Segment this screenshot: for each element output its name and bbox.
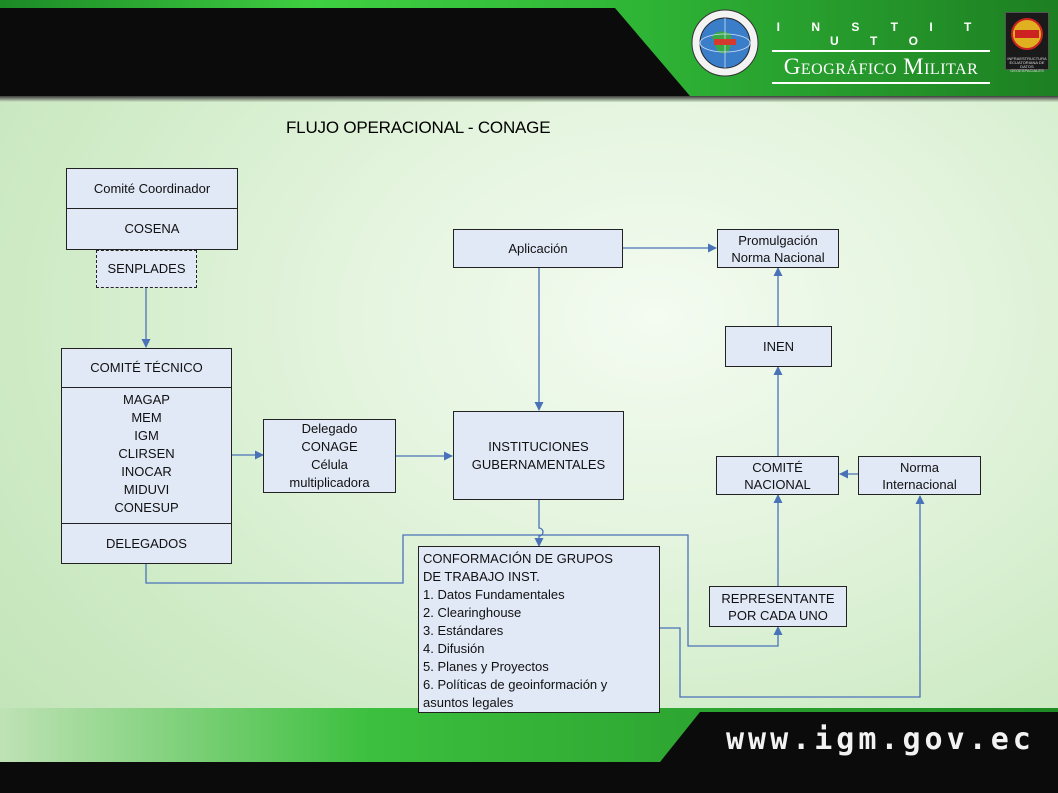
instituciones-line1: INSTITUCIONES (488, 438, 589, 454)
header-shadow (0, 96, 1058, 102)
member-miduvi: MIDUVI (123, 482, 170, 497)
senplades-label: SENPLADES (107, 261, 186, 276)
comite-tecnico-label: COMITÉ TÉCNICO (62, 349, 231, 388)
promulgacion-line1: Promulgación (738, 232, 818, 248)
norma-line2: Internacional (882, 476, 957, 492)
conformacion-item-5: 5. Planes y Proyectos (423, 659, 549, 674)
delegado-line3: Célula (311, 457, 348, 472)
aplicacion-label: Aplicación (508, 240, 568, 256)
member-magap: MAGAP (123, 392, 170, 407)
institute-line1: I N S T I T U T O (776, 20, 986, 48)
member-clirsen: CLIRSEN (118, 446, 175, 461)
conformacion-item-1: 1. Datos Fundamentales (423, 587, 565, 602)
conformacion-item-6: 6. Políticas de geoinformación y (423, 677, 608, 692)
instituciones-line2: GUBERNAMENTALES (471, 456, 606, 472)
header-black-panel (0, 8, 690, 96)
representante-line2: POR CADA UNO (728, 607, 828, 623)
institute-divider-bottom (772, 82, 990, 84)
iedg-logo: INFRAESTRUCTURA ECUATORIANA DE DATOS GEO… (1005, 12, 1049, 73)
member-mem: MEM (131, 410, 162, 425)
representante-line1: REPRESENTANTE (721, 590, 835, 606)
delegado-line2: CONAGE (301, 439, 358, 454)
comite-nacional-box: COMITÉ NACIONAL (716, 456, 839, 495)
institute-divider (772, 50, 990, 52)
senplades-box: SENPLADES (96, 250, 197, 288)
norma-internacional-box: Norma Internacional (858, 456, 981, 495)
conformacion-item-3: 3. Estándares (423, 623, 504, 638)
promulgacion-line2: Norma Nacional (731, 249, 825, 265)
comite-coordinador-box: Comité Coordinador COSENA (66, 168, 238, 250)
delegado-line1: Delegado (301, 421, 358, 436)
comite-tecnico-members: MAGAP MEM IGM CLIRSEN INOCAR MIDUVI CONE… (62, 388, 231, 524)
igm-seal-icon (691, 9, 759, 77)
representante-box: REPRESENTANTE POR CADA UNO (709, 586, 847, 627)
line-conformacion-to-norma (660, 495, 925, 698)
delegados-label: DELEGADOS (106, 535, 187, 551)
inen-box: INEN (725, 326, 832, 367)
aplicacion-box: Aplicación (453, 229, 623, 268)
promulgacion-box: Promulgación Norma Nacional (717, 229, 839, 268)
delegado-conage-box: Delegado CONAGE Célula multiplicadora (263, 419, 396, 493)
comite-nacional-line2: NACIONAL (744, 476, 811, 492)
comite-coordinador-label: Comité Coordinador (67, 169, 237, 209)
line-delegados-to-representante (145, 534, 783, 647)
instituciones-box: INSTITUCIONES GUBERNAMENTALES (453, 411, 624, 500)
conformacion-box: CONFORMACIÓN DE GRUPOS DE TRABAJO INST. … (418, 546, 660, 713)
inen-label: INEN (762, 338, 795, 354)
conformacion-line2: DE TRABAJO INST. (423, 569, 540, 584)
arrow-instituciones-to-conformacion (534, 500, 544, 547)
conformacion-item-6-cont: asuntos legales (423, 695, 514, 710)
footer-url: www.igm.gov.ec (726, 722, 1035, 757)
institute-line2: Geográfico Militar (783, 54, 979, 79)
iedg-emblem-icon (1011, 18, 1043, 50)
norma-line1: Norma (899, 459, 939, 475)
delegado-line4: multiplicadora (289, 475, 370, 490)
conformacion-line1: CONFORMACIÓN DE GRUPOS (423, 551, 613, 566)
conformacion-item-4: 4. Difusión (423, 641, 485, 656)
cosena-label: COSENA (124, 221, 180, 236)
member-igm: IGM (134, 428, 159, 443)
conformacion-item-2: 2. Clearinghouse (423, 605, 522, 620)
comite-nacional-line1: COMITÉ (752, 459, 803, 475)
comite-tecnico-box: COMITÉ TÉCNICO MAGAP MEM IGM CLIRSEN INO… (61, 348, 232, 564)
member-conesup: CONESUP (114, 500, 179, 515)
diagram-title: FLUJO OPERACIONAL - CONAGE (286, 118, 551, 137)
iedg-caption: INFRAESTRUCTURA ECUATORIANA DE DATOS GEO… (1007, 56, 1047, 73)
member-inocar: INOCAR (121, 464, 172, 479)
institute-logo: I N S T I T U T O Geográfico Militar (772, 20, 990, 86)
